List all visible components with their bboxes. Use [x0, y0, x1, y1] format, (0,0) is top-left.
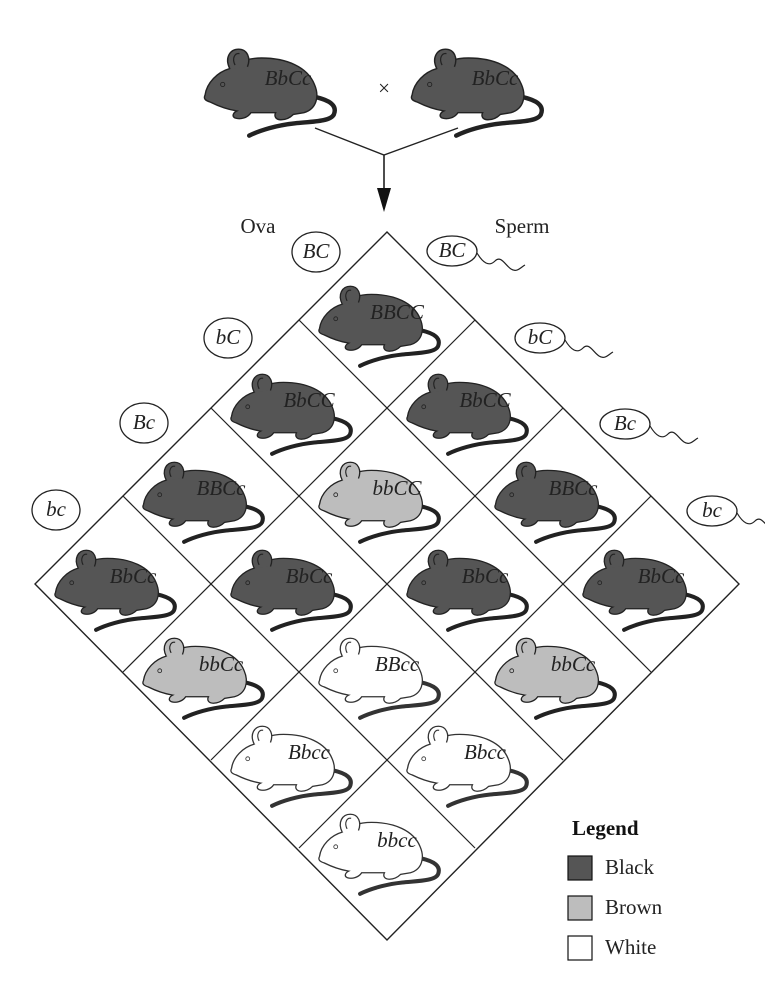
- legend-label-black: Black: [605, 855, 654, 879]
- offspring-mouse-2-4: [495, 638, 615, 718]
- ovum-genotype-2: bC: [216, 325, 242, 349]
- sperm-tail-icon-2: [564, 339, 614, 358]
- offspring-mouse-1-1: [319, 286, 439, 366]
- legend-label-brown: Brown: [605, 895, 663, 919]
- sperm-label: Sperm: [495, 214, 550, 238]
- sperm-genotype-1: BC: [439, 238, 467, 262]
- offspring-genotype-3-1: BBCc: [197, 476, 247, 500]
- sperm-tail-icon-1: [476, 252, 526, 271]
- ovum-genotype-1: BC: [303, 239, 331, 263]
- offspring-genotype-1-1: BBCC: [370, 300, 425, 324]
- parent-mouse-1: [204, 49, 334, 135]
- punnett-grid-border: [34, 231, 740, 941]
- sperm-genotype-4: bc: [702, 498, 723, 522]
- offspring-mouse-3-2: [231, 550, 351, 630]
- ovum-icon-3: [119, 402, 169, 444]
- sperm-tail-icon-4: [736, 512, 765, 525]
- grid-line-sperm-2: [210, 407, 564, 761]
- offspring-genotype-2-2: bbCC: [372, 476, 422, 500]
- offspring-mouse-4-3: [231, 726, 351, 806]
- offspring-genotype-4-1: BbCc: [110, 564, 157, 588]
- offspring-genotype-4-3: Bbcc: [288, 740, 331, 764]
- parent-mouse-2: [411, 49, 541, 135]
- offspring-mouse-4-2: [143, 638, 263, 718]
- grid-line-sperm-3: [298, 495, 652, 849]
- parent-genotype-2: BbCc: [472, 66, 519, 90]
- offspring-genotype-3-4: Bbcc: [464, 740, 507, 764]
- offspring-mouse-1-2: [407, 374, 527, 454]
- sperm-genotype-2: bC: [528, 325, 554, 349]
- offspring-genotype-1-2: BbCC: [459, 388, 511, 412]
- offspring-genotype-1-3: BBCc: [549, 476, 599, 500]
- ovum-icon-1: [291, 231, 341, 273]
- ovum-genotype-4: bc: [46, 497, 67, 521]
- parent-genotype-1: BbCc: [265, 66, 312, 90]
- sperm-head-icon-2: [514, 322, 566, 354]
- offspring-genotype-2-1: BbCC: [283, 388, 335, 412]
- offspring-genotype-4-4: bbcc: [377, 828, 417, 852]
- offspring-mouse-1-3: [495, 462, 615, 542]
- offspring-genotype-4-2: bbCc: [199, 652, 244, 676]
- offspring-genotype-3-2: BbCc: [286, 564, 333, 588]
- offspring-mouse-3-3: [319, 638, 439, 718]
- offspring-mouse-2-1: [231, 374, 351, 454]
- offspring-mouse-4-4: [319, 814, 439, 894]
- sperm-head-icon-1: [426, 235, 478, 267]
- cross-lines: [314, 127, 459, 156]
- ovum-icon-4: [31, 489, 81, 531]
- offspring-genotype-2-4: bbCc: [551, 652, 596, 676]
- offspring-genotype-1-4: BbCc: [638, 564, 685, 588]
- offspring-genotype-3-3: BBcc: [375, 652, 420, 676]
- grid-line-ova-3: [122, 495, 476, 849]
- sperm-head-icon-4: [686, 495, 738, 527]
- cross-symbol: ×: [378, 76, 390, 100]
- legend-swatch-white: [567, 935, 593, 961]
- offspring-genotype-2-3: BbCc: [462, 564, 509, 588]
- offspring-mouse-3-4: [407, 726, 527, 806]
- legend-title: Legend: [572, 816, 639, 840]
- legend-swatch-brown: [567, 895, 593, 921]
- offspring-mouse-2-3: [407, 550, 527, 630]
- ovum-genotype-3: Bc: [133, 410, 156, 434]
- sperm-genotype-3: Bc: [614, 411, 637, 435]
- offspring-mouse-3-1: [143, 462, 263, 542]
- offspring-mouse-1-4: [583, 550, 703, 630]
- ovum-icon-2: [203, 317, 253, 359]
- legend-swatch-black: [567, 855, 593, 881]
- arrow-down-icon: [377, 188, 391, 212]
- legend-label-white: White: [605, 935, 656, 959]
- sperm-head-icon-3: [599, 408, 651, 440]
- offspring-mouse-2-2: [319, 462, 439, 542]
- ova-label: Ova: [241, 214, 277, 238]
- offspring-mouse-4-1: [55, 550, 175, 630]
- sperm-tail-icon-3: [649, 425, 699, 444]
